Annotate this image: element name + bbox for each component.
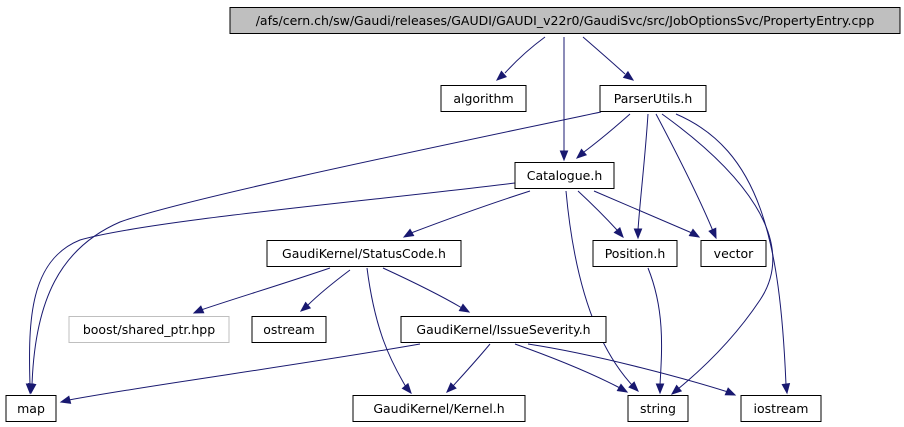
node-root[interactable]: /afs/cern.ch/sw/Gaudi/releases/GAUDI/GAU… — [229, 7, 901, 34]
node-boost[interactable]: boost/shared_ptr.hpp — [68, 316, 230, 343]
node-statuscode[interactable]: GaudiKernel/StatusCode.h — [266, 240, 462, 267]
arrowhead-icon — [402, 228, 415, 238]
arrowhead-icon — [299, 301, 312, 312]
node-iostream[interactable]: iostream — [740, 395, 822, 422]
node-string-label: string — [640, 401, 676, 416]
edge-statuscode-to-issueseverity — [382, 267, 471, 313]
node-parserutils-label: ParserUtils.h — [614, 91, 693, 106]
edge-catalogue-to-map — [25, 182, 516, 395]
edge-root-to-algorithm — [495, 36, 546, 81]
node-issueseverity[interactable]: GaudiKernel/IssueSeverity.h — [400, 316, 607, 343]
edge-line — [655, 113, 714, 232]
node-kernel-label: GaudiKernel/Kernel.h — [373, 401, 504, 416]
edge-line — [647, 267, 663, 386]
arrowhead-icon — [446, 382, 457, 393]
node-boost-label: boost/shared_ptr.hpp — [83, 322, 215, 337]
node-vector[interactable]: vector — [700, 240, 767, 267]
arrowhead-icon — [495, 70, 508, 81]
edge-issueseverity-to-iostream — [527, 343, 737, 396]
node-position-label: Position.h — [605, 246, 666, 261]
node-map[interactable]: map — [5, 395, 57, 422]
edge-line — [31, 111, 602, 386]
arrowhead-icon — [575, 148, 588, 159]
arrowhead-icon — [25, 383, 35, 395]
edge-line — [565, 190, 633, 386]
node-algorithm[interactable]: algorithm — [440, 85, 527, 112]
edge-parserutils-to-vector — [655, 113, 717, 240]
edge-line — [582, 36, 626, 75]
arrowhead-icon — [59, 395, 72, 404]
edge-parserutils-to-position — [633, 113, 649, 240]
edge-line — [29, 182, 516, 386]
node-kernel[interactable]: GaudiKernel/Kernel.h — [352, 395, 526, 422]
edge-statuscode-to-kernel — [366, 267, 412, 395]
edge-line — [382, 267, 463, 309]
arrowhead-icon — [688, 228, 701, 238]
edge-statuscode-to-boost — [192, 267, 331, 314]
edge-line — [583, 113, 631, 153]
edge-root-to-parserutils — [582, 36, 635, 81]
edge-issueseverity-to-string — [514, 343, 629, 393]
edge-line — [527, 343, 729, 393]
edge-line — [661, 113, 774, 390]
arrowhead-icon — [616, 383, 629, 393]
arrowhead-icon — [781, 383, 791, 395]
node-vector-label: vector — [714, 246, 755, 261]
node-catalogue-label: Catalogue.h — [527, 168, 603, 183]
edge-catalogue-to-position — [577, 190, 624, 239]
node-string[interactable]: string — [627, 395, 689, 422]
edge-root-to-catalogue — [559, 37, 569, 162]
arrowhead-icon — [458, 303, 471, 313]
edge-statuscode-to-ostream — [299, 269, 351, 312]
edge-line — [504, 36, 546, 74]
edge-issueseverity-to-kernel — [446, 343, 491, 393]
node-ostream-label: ostream — [263, 322, 314, 337]
edge-line — [593, 190, 693, 234]
edge-line — [452, 343, 491, 387]
edge-line — [675, 113, 787, 386]
edge-line — [577, 190, 618, 231]
node-root-label: /afs/cern.ch/sw/Gaudi/releases/GAUDI/GAU… — [256, 13, 875, 28]
edge-line — [68, 343, 421, 401]
node-ostream[interactable]: ostream — [251, 316, 327, 343]
node-parserutils[interactable]: ParserUtils.h — [599, 85, 707, 112]
edge-layer — [25, 36, 791, 404]
edge-line — [637, 113, 649, 231]
edge-parserutils-to-catalogue — [575, 113, 631, 159]
edge-catalogue-to-vector — [593, 190, 701, 238]
node-statuscode-label: GaudiKernel/StatusCode.h — [282, 246, 446, 261]
node-position[interactable]: Position.h — [592, 240, 678, 267]
arrowhead-icon — [559, 150, 569, 162]
edge-parserutils-to-iostream — [675, 113, 791, 395]
edge-issueseverity-to-map — [59, 343, 421, 404]
node-map-label: map — [17, 401, 45, 416]
edge-line — [366, 267, 407, 388]
edge-line — [200, 267, 331, 311]
edge-line — [410, 190, 531, 234]
arrowhead-icon — [192, 305, 205, 314]
node-algorithm-label: algorithm — [453, 91, 513, 106]
arrowhead-icon — [708, 227, 717, 240]
edge-position-to-string — [647, 267, 665, 395]
edge-catalogue-to-statuscode — [402, 190, 531, 238]
arrowhead-icon — [670, 384, 683, 395]
arrowhead-icon — [613, 226, 624, 239]
node-issueseverity-label: GaudiKernel/IssueSeverity.h — [416, 322, 590, 337]
arrowhead-icon — [622, 70, 635, 81]
arrowhead-icon — [724, 387, 737, 396]
arrowhead-icon — [633, 228, 643, 240]
edge-line — [514, 343, 621, 389]
edge-parserutils-to-string — [661, 113, 774, 395]
edge-catalogue-to-string — [565, 190, 639, 392]
node-catalogue[interactable]: Catalogue.h — [514, 162, 615, 189]
edge-line — [306, 269, 351, 307]
node-iostream-label: iostream — [754, 401, 809, 416]
arrowhead-icon — [628, 381, 639, 392]
arrowhead-icon — [401, 382, 412, 395]
arrowhead-icon — [655, 383, 665, 395]
